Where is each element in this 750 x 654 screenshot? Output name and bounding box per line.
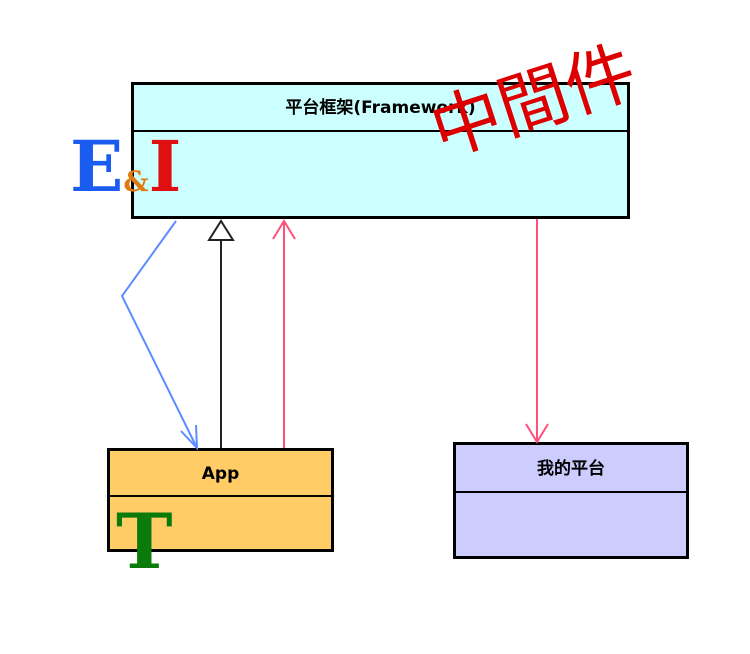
ei-logo-i: I xyxy=(148,125,182,208)
app-inherits-framework-connector xyxy=(207,219,235,448)
ei-logo-e: E xyxy=(70,125,124,208)
generalization-triangle xyxy=(207,219,235,241)
ei-logo-ampersand: & xyxy=(123,165,149,198)
app-to-framework-arrowhead xyxy=(272,219,296,240)
ei-logo: E&I xyxy=(70,132,181,202)
framework-to-platform-arrowhead xyxy=(525,423,549,444)
app-class-title: App xyxy=(110,451,331,497)
t-logo: T xyxy=(116,497,173,586)
framework-to-app-connector xyxy=(120,220,199,451)
platform-class-box: 我的平台 xyxy=(453,442,689,559)
platform-class-title: 我的平台 xyxy=(456,445,686,493)
framework-to-platform-connector xyxy=(525,219,549,444)
framework-class-title: 平台框架(Framework) xyxy=(134,85,627,132)
app-to-framework-connector xyxy=(272,219,296,448)
framework-class-box: 平台框架(Framework) xyxy=(131,82,630,219)
framework-to-app-arrowhead xyxy=(180,424,199,451)
app-class-box: App xyxy=(107,448,334,552)
